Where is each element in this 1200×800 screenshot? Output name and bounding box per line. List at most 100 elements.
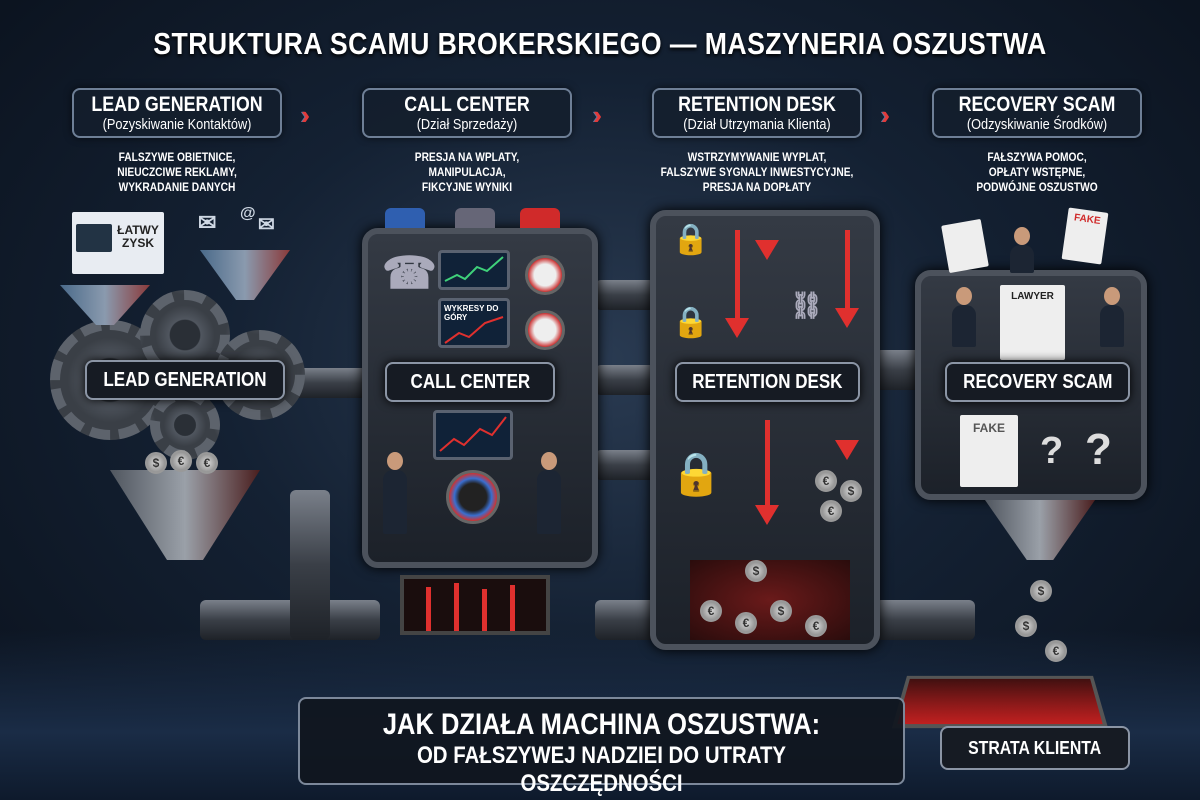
heater-bar: [426, 587, 431, 631]
red-uptrend-line: [439, 416, 507, 452]
lawyer-figure: [952, 287, 976, 347]
fake-lawyer-figure: [1010, 227, 1034, 273]
caption-line-1: JAK DZIAŁA MACHINA OSZUSTWA:: [382, 708, 821, 741]
fake-document: FAKE: [1061, 207, 1109, 265]
pressure-gauge-icon: [446, 470, 500, 524]
stage-header-recovery-scam: RECOVERY SCAM (Odzyskiwanie Środków): [932, 88, 1142, 138]
euro-coin-icon: €: [196, 452, 218, 474]
down-arrow-icon: [725, 318, 749, 338]
machine-label-call-center: CALL CENTER: [385, 362, 555, 402]
stage-subtitle: (Dział Utrzymania Klienta): [683, 116, 831, 133]
stage-description-recovery-scam: FAŁSZYWA POMOC,OPŁATY WSTĘPNE,PODWÓJNE O…: [927, 150, 1148, 195]
ad-headline: ŁATWY ZYSK: [117, 223, 159, 250]
desc-line: PRESJA NA WPLATY,: [414, 150, 520, 164]
money-bag-question-icon: ?: [1085, 425, 1112, 474]
desc-line: FIKCYJNE WYNIKI: [421, 180, 513, 194]
heater-bar: [454, 583, 459, 631]
stage-header-retention-desk: RETENTION DESK (Dział Utrzymania Klienta…: [652, 88, 862, 138]
machine-label-retention-desk: RETENTION DESK: [675, 362, 860, 402]
stage-subtitle: (Odzyskiwanie Środków): [966, 116, 1108, 133]
stage-name: CALL CENTER: [404, 93, 530, 116]
loss-pit: [891, 675, 1109, 729]
desc-line: FAŁSZYWA POMOC,: [987, 150, 1087, 164]
down-arrow-icon: [755, 505, 779, 525]
desc-line: WSTRZYMYWANIE WYPLAT,: [687, 150, 827, 164]
red-uptrend-line: [444, 316, 504, 344]
dollar-coin-icon: $: [1015, 615, 1037, 637]
gray-light-icon: [455, 208, 495, 228]
at-sign-icon: @: [240, 205, 256, 222]
stage-name: RETENTION DESK: [678, 93, 836, 116]
stage-header-call-center: CALL CENTER (Dział Sprzedaży): [362, 88, 572, 138]
stage-subtitle: (Dział Sprzedaży): [416, 116, 518, 133]
stage-subtitle: (Pozyskiwanie Kontaktów): [102, 116, 252, 133]
down-arrow-icon: [835, 440, 859, 460]
stage-header-lead-generation: LEAD GENERATION (Pozyskiwanie Kontaktów): [72, 88, 282, 138]
padlock-icon: 🔒: [672, 306, 710, 339]
pipe: [595, 365, 655, 395]
chart-screen-wykresy: WYKRESY DO GÓRY: [438, 298, 510, 348]
bottom-caption: JAK DZIAŁA MACHINA OSZUSTWA: OD FAŁSZYWE…: [298, 697, 905, 797]
envelope-icon: ✉: [258, 214, 275, 236]
desc-line: OPŁATY WSTĘPNE,: [988, 165, 1086, 179]
stage-description-lead-generation: FALSZYWE OBIETNICE,NIEUCZCIWE REKLAMY,WY…: [67, 150, 288, 195]
pipe: [595, 280, 655, 310]
euro-coin-icon: €: [700, 600, 722, 622]
gauge-icon: [525, 310, 565, 350]
money-bag-question-icon: ?: [1040, 430, 1064, 472]
euro-coin-icon: €: [805, 615, 827, 637]
dollar-coin-icon: $: [840, 480, 862, 502]
dollar-coin-icon: $: [745, 560, 767, 582]
down-arrow-shaft: [735, 230, 740, 320]
lawyer-document: LAWYER: [1000, 285, 1065, 360]
gear-icon: [150, 390, 220, 460]
loss-label: STRATA KLIENTA: [940, 726, 1130, 770]
caption-line-2: OD FAŁSZYWEJ NADZIEI DO UTRATY OSZCZĘDNO…: [416, 742, 787, 797]
machine-label-lead-generation: LEAD GENERATION: [85, 360, 285, 400]
red-light-icon: [520, 208, 560, 228]
screen-text: WYKRESY DO GÓRY: [444, 304, 499, 322]
euro-coin-icon: €: [170, 450, 192, 472]
dollar-coin-icon: $: [145, 452, 167, 474]
euro-coin-icon: €: [815, 470, 837, 492]
chart-screen: [433, 410, 513, 460]
desc-line: NIEUCZCIWE REKLAMY,: [117, 165, 237, 179]
machine-label-recovery-scam: RECOVERY SCAM: [945, 362, 1130, 402]
stage-name: LEAD GENERATION: [91, 93, 263, 116]
euro-coin-icon: €: [1045, 640, 1067, 662]
chart-up-icon: [76, 224, 112, 252]
stage-description-call-center: PRESJA NA WPLATY,MANIPULACJA,FIKCYJNE WY…: [357, 150, 578, 195]
chevron-arrows-icon: ›››: [880, 100, 887, 130]
desc-line: MANIPULACJA,: [428, 165, 506, 179]
dollar-coin-icon: $: [1030, 580, 1052, 602]
pipe: [875, 600, 975, 640]
padlock-icon: 🔒: [672, 223, 710, 256]
green-uptrend-line: [444, 256, 504, 282]
euro-coin-icon: €: [820, 500, 842, 522]
email-icon: ✉: [198, 210, 217, 235]
desc-line: FALSZYWE OBIETNICE,: [118, 150, 236, 164]
blue-light-icon: [385, 208, 425, 228]
lawyer-figure: [1100, 287, 1124, 347]
chevron-arrows-icon: ›››: [592, 100, 599, 130]
desc-line: PRESJA NA DOPŁATY: [702, 180, 812, 194]
down-arrow-icon: [835, 308, 859, 328]
page-title: STRUKTURA SCAMU BROKERSKIEGO — MASZYNERI…: [153, 26, 1047, 61]
stage-description-retention-desk: WSTRZYMYWANIE WYPLAT,FALSZYWE SYGNALY IN…: [634, 150, 881, 195]
chart-screen: [438, 250, 510, 290]
heater-vent: [400, 575, 550, 635]
desc-line: PODWÓJNE OSZUSTWO: [976, 180, 1098, 194]
down-arrow-icon: [755, 240, 779, 260]
fake-document: FAKE: [960, 415, 1018, 487]
padlock-icon: 🔒: [670, 450, 723, 497]
gauge-icon: [525, 255, 565, 295]
pipe: [290, 490, 330, 640]
chevron-arrows-icon: ›››: [300, 100, 307, 130]
stage-name: RECOVERY SCAM: [958, 93, 1116, 116]
telephone-icon: ☎: [382, 249, 437, 298]
down-arrow-shaft: [765, 420, 770, 510]
fake-ad-window: ŁATWY ZYSK: [72, 212, 164, 274]
dollar-coin-icon: $: [770, 600, 792, 622]
certificate-icon: [941, 218, 989, 274]
desc-line: WYKRADANIE DANYCH: [118, 180, 236, 194]
